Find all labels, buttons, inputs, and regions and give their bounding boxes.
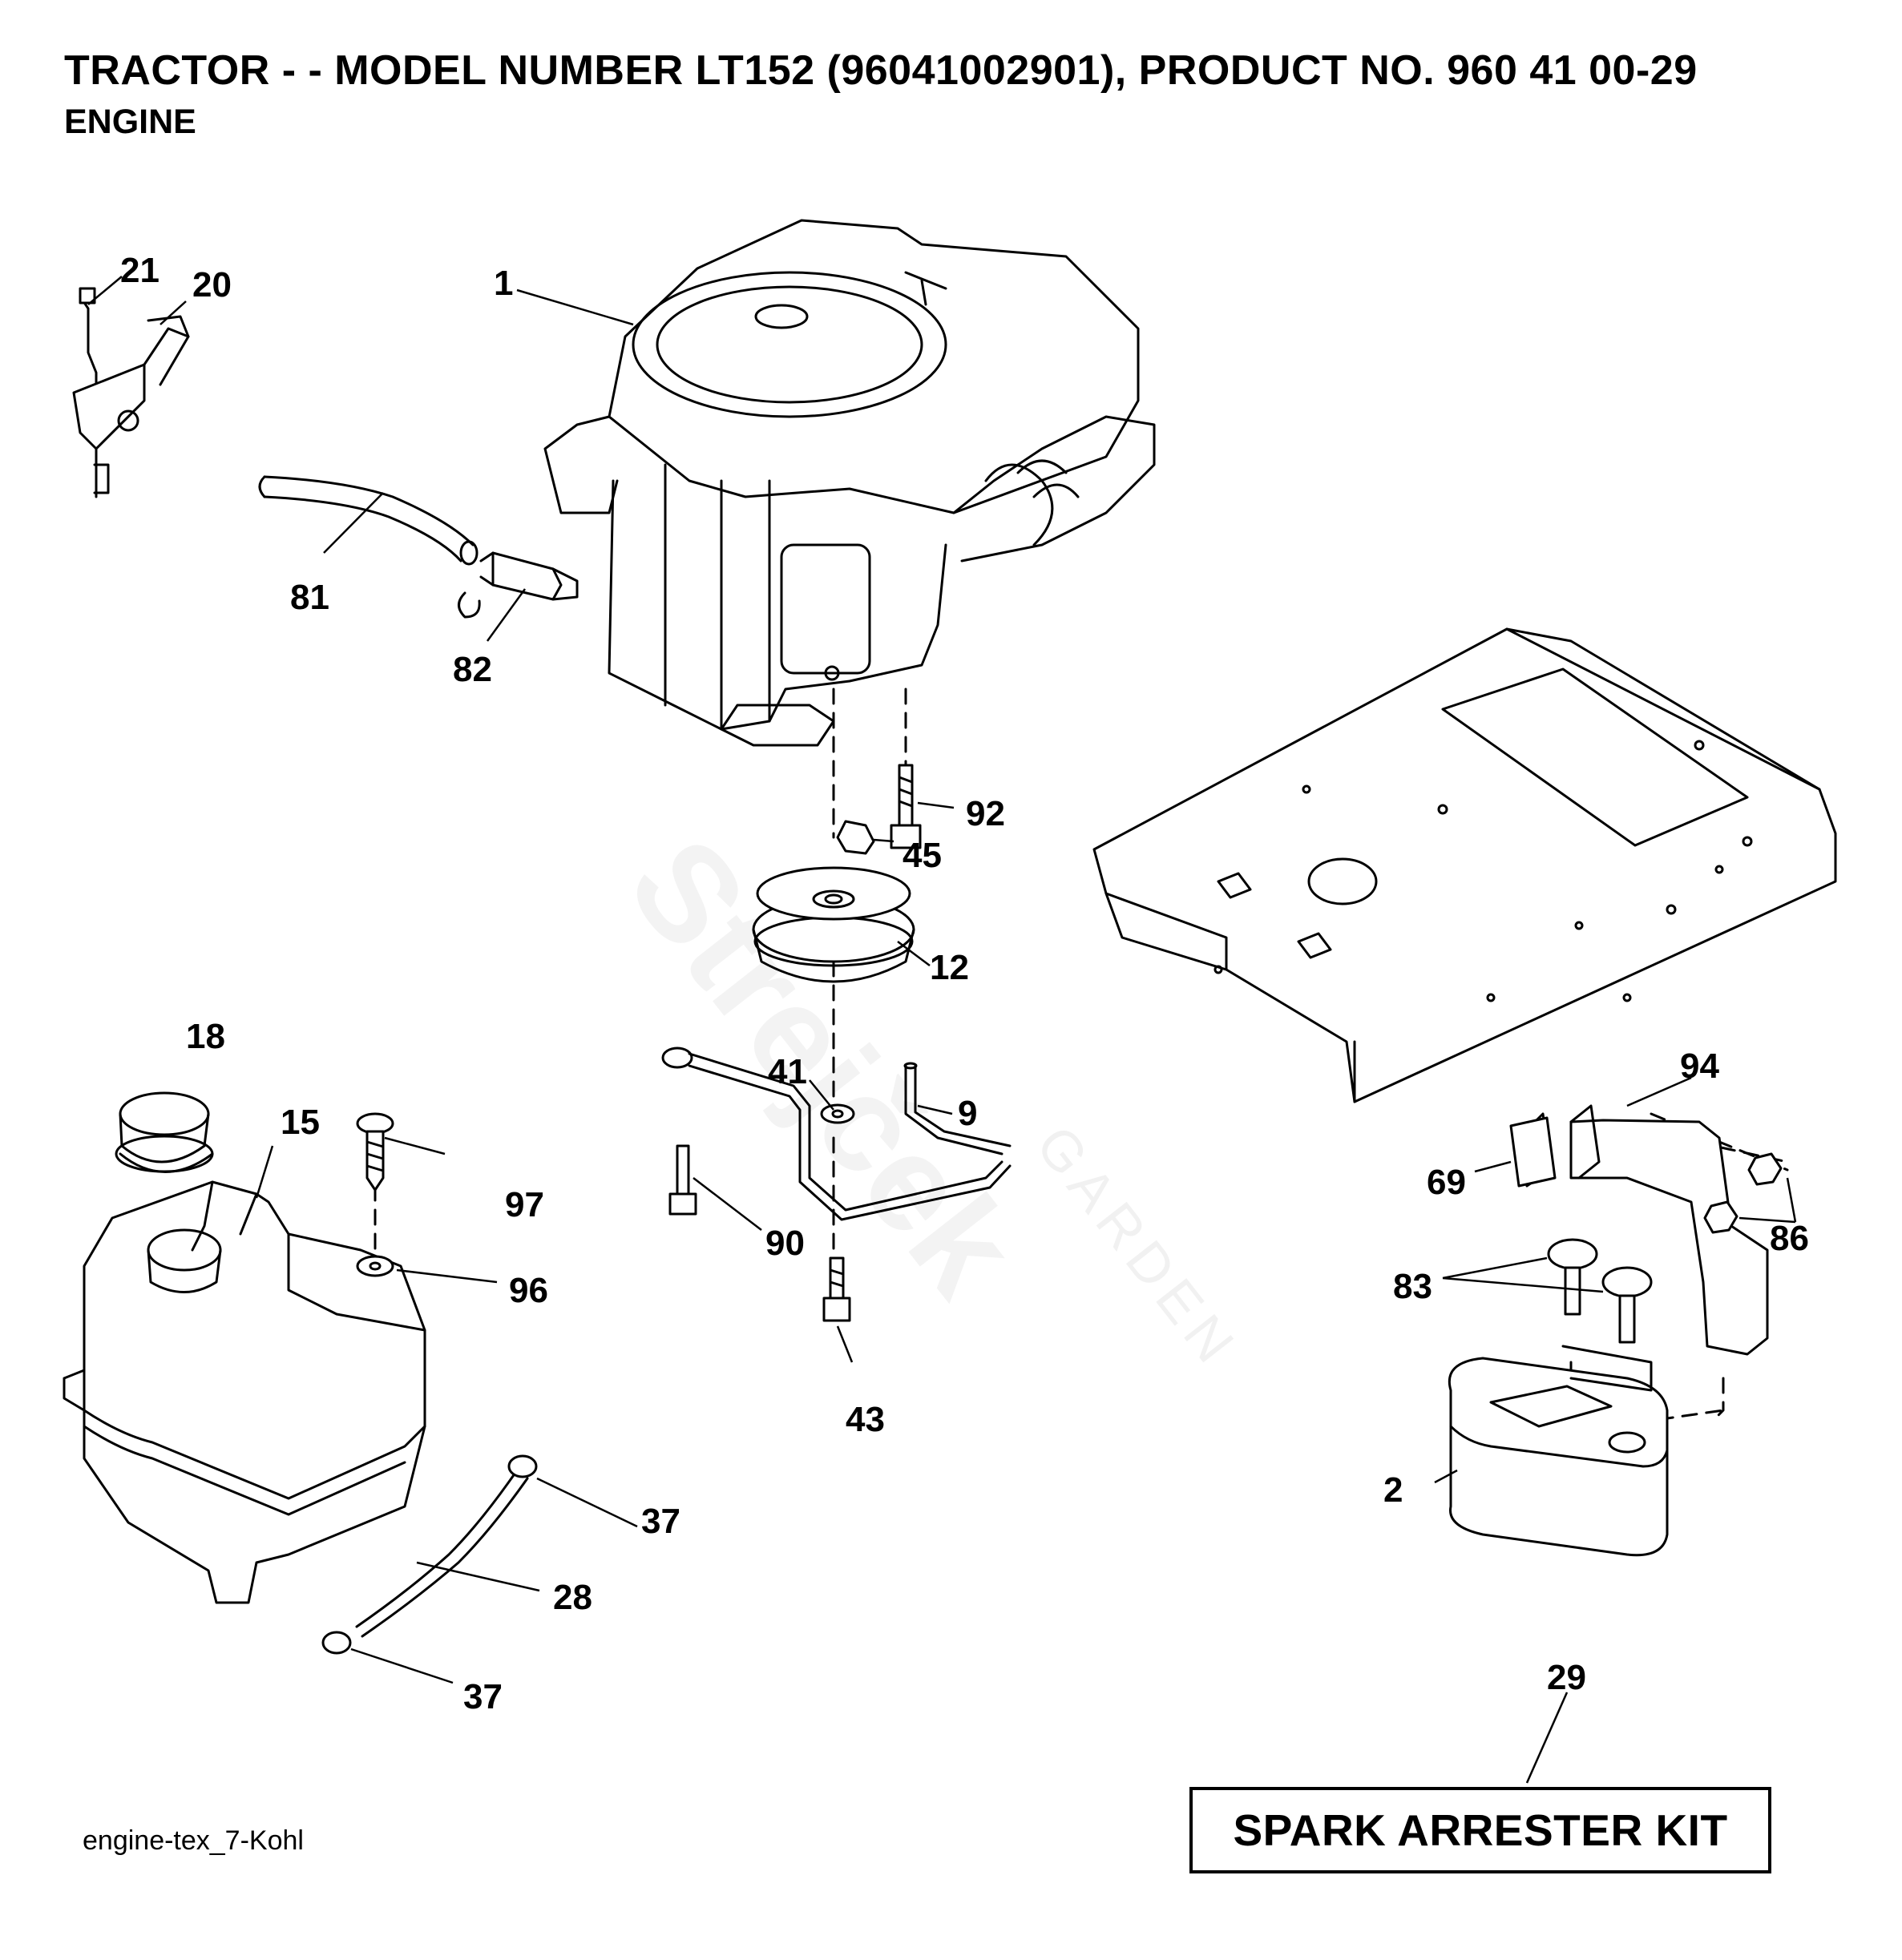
callout-1: 1 xyxy=(494,264,513,303)
callout-21: 21 xyxy=(120,251,160,290)
fitting-82-drawing xyxy=(458,551,579,619)
callout-37-lower: 37 xyxy=(463,1677,503,1716)
engine-drawing xyxy=(543,219,1156,747)
screw-97-drawing xyxy=(356,1112,394,1192)
rod-bracket-drawing xyxy=(661,1047,1012,1221)
callout-81: 81 xyxy=(290,578,329,617)
callout-92: 92 xyxy=(966,794,1005,833)
callout-69: 69 xyxy=(1427,1163,1466,1202)
callout-15: 15 xyxy=(281,1103,320,1142)
page-subtitle: ENGINE xyxy=(64,103,196,141)
drawing-code: engine-tex_7-Kohl xyxy=(83,1825,304,1856)
leader-lines xyxy=(87,276,1797,1784)
page-title: TRACTOR - - MODEL NUMBER LT152 (96041002… xyxy=(64,47,1698,94)
fuel-line-28-drawing xyxy=(355,1469,529,1638)
chassis-plate-drawing xyxy=(1092,627,1837,1103)
callout-94: 94 xyxy=(1680,1047,1719,1086)
callout-29: 29 xyxy=(1547,1658,1586,1697)
callout-82: 82 xyxy=(453,650,492,689)
clamp-37-drawing xyxy=(321,1454,538,1655)
gasket-69-drawing xyxy=(1509,1116,1557,1188)
washer-41-drawing xyxy=(820,1103,855,1124)
nuts-86-drawing xyxy=(1703,1152,1783,1234)
callout-2: 2 xyxy=(1383,1470,1403,1510)
callout-90: 90 xyxy=(765,1224,805,1263)
fuel-hose-81-drawing xyxy=(258,475,479,566)
callout-96: 96 xyxy=(509,1271,548,1310)
callout-43: 43 xyxy=(846,1400,885,1439)
callout-97: 97 xyxy=(505,1185,544,1224)
washer-96-drawing xyxy=(356,1255,394,1277)
spark-arrester-kit-box: SPARK ARRESTER KIT xyxy=(1189,1787,1771,1873)
callout-20: 20 xyxy=(192,265,232,304)
bolt-90-drawing xyxy=(668,1144,697,1216)
pulley-12-drawing xyxy=(752,866,915,983)
muffler-2-drawing xyxy=(1448,1345,1669,1557)
bolt-43-drawing xyxy=(822,1256,851,1322)
screws-83-drawing xyxy=(1547,1238,1653,1344)
callout-9: 9 xyxy=(958,1094,977,1133)
throttle-control-drawing xyxy=(72,287,190,498)
callout-86: 86 xyxy=(1770,1219,1809,1258)
callout-37-upper: 37 xyxy=(641,1502,680,1541)
callout-41: 41 xyxy=(768,1052,807,1091)
nut-45-drawing xyxy=(836,820,875,855)
fuel-tank-15-drawing xyxy=(63,1180,426,1604)
callout-45: 45 xyxy=(903,836,942,875)
callout-83: 83 xyxy=(1393,1267,1432,1306)
callout-18: 18 xyxy=(186,1017,225,1056)
fuel-cap-18-drawing xyxy=(115,1091,214,1173)
callout-12: 12 xyxy=(930,948,969,987)
callout-28: 28 xyxy=(553,1578,592,1617)
